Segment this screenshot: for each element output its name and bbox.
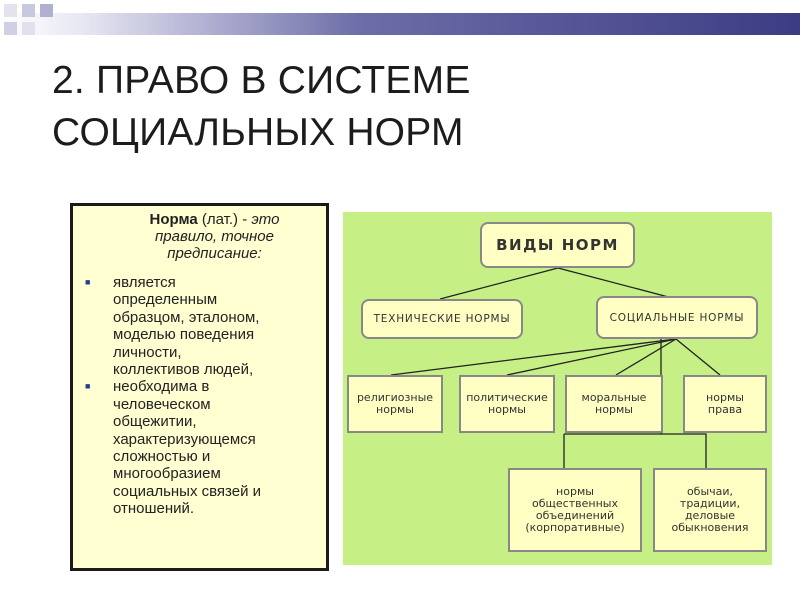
- connector: [390, 338, 677, 376]
- node-types-of-norms: ВИДЫ НОРМ: [480, 222, 635, 268]
- definition-origin: (лат.) -: [197, 211, 252, 228]
- connector: [557, 267, 677, 300]
- definition-term: Норма: [149, 211, 198, 228]
- connector: [615, 338, 677, 376]
- connector: [675, 338, 721, 376]
- definition-heading: Норма (лат.) - это правило, точное предп…: [107, 211, 322, 262]
- connector: [439, 267, 559, 300]
- list-item: ■ необходима в человеческом общежитии, х…: [85, 378, 262, 518]
- title-line: СОЦИАЛЬНЫХ НОРМ: [52, 111, 464, 154]
- connector: [661, 433, 707, 468]
- definition-meaning: правило, точное: [155, 228, 274, 245]
- norms-diagram: ВИДЫ НОРМ ТЕХНИЧЕСКИЕ НОРМЫ СОЦИАЛЬНЫЕ Н…: [343, 212, 772, 565]
- node-social-norms: СОЦИАЛЬНЫЕ НОРМЫ: [596, 296, 758, 339]
- title-line: 2. ПРАВО В СИСТЕМЕ: [52, 59, 471, 102]
- decor-square: [4, 4, 17, 17]
- definition-meaning: предписание:: [167, 245, 262, 262]
- connector-lines: [390, 267, 721, 468]
- decor-square: [22, 22, 35, 35]
- list-item: ■ является определенным образцом, эталон…: [85, 274, 260, 379]
- connector: [506, 338, 677, 376]
- definition-meaning: это: [251, 211, 280, 228]
- bullet-icon: ■: [85, 277, 91, 287]
- header-band: [0, 13, 800, 35]
- node-technical-norms: ТЕХНИЧЕСКИЕ НОРМЫ: [361, 299, 523, 339]
- decor-square: [22, 4, 35, 17]
- definition-bullets: ■ является определенным образцом, эталон…: [77, 274, 327, 518]
- decor-square: [40, 4, 53, 17]
- bullet-icon: ■: [85, 381, 91, 392]
- decor-square: [4, 22, 17, 35]
- definition-box: Норма (лат.) - это правило, точное предп…: [70, 203, 329, 571]
- slide-title: 2. ПРАВО В СИСТЕМЕ СОЦИАЛЬНЫХ НОРМ: [52, 55, 752, 159]
